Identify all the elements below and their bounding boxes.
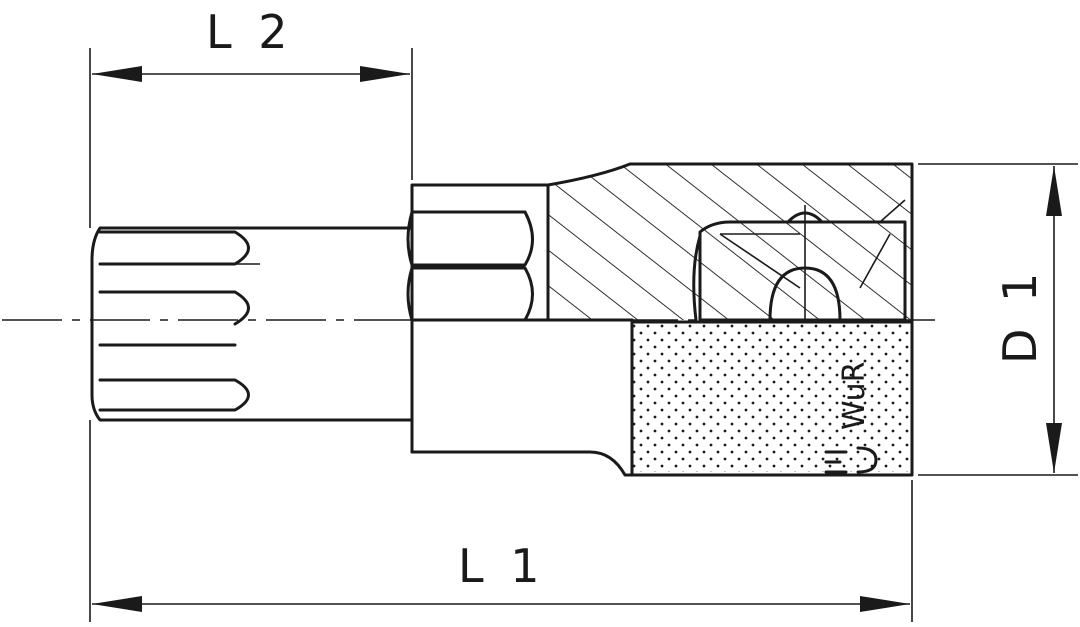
l1-label: L 1 (458, 539, 546, 593)
socket-body (410, 162, 914, 477)
brand-text: WuR (837, 362, 872, 430)
socket-collar (406, 210, 534, 322)
l2-label: L 2 (206, 5, 294, 59)
brand-marking: WuR (824, 362, 878, 474)
d1-label: D 1 (993, 267, 1047, 364)
dimension-d1: D 1 (918, 163, 1078, 476)
dimension-l1: L 1 (89, 420, 913, 622)
dimension-l2: L 2 (89, 5, 413, 228)
spline-bit (90, 226, 414, 454)
